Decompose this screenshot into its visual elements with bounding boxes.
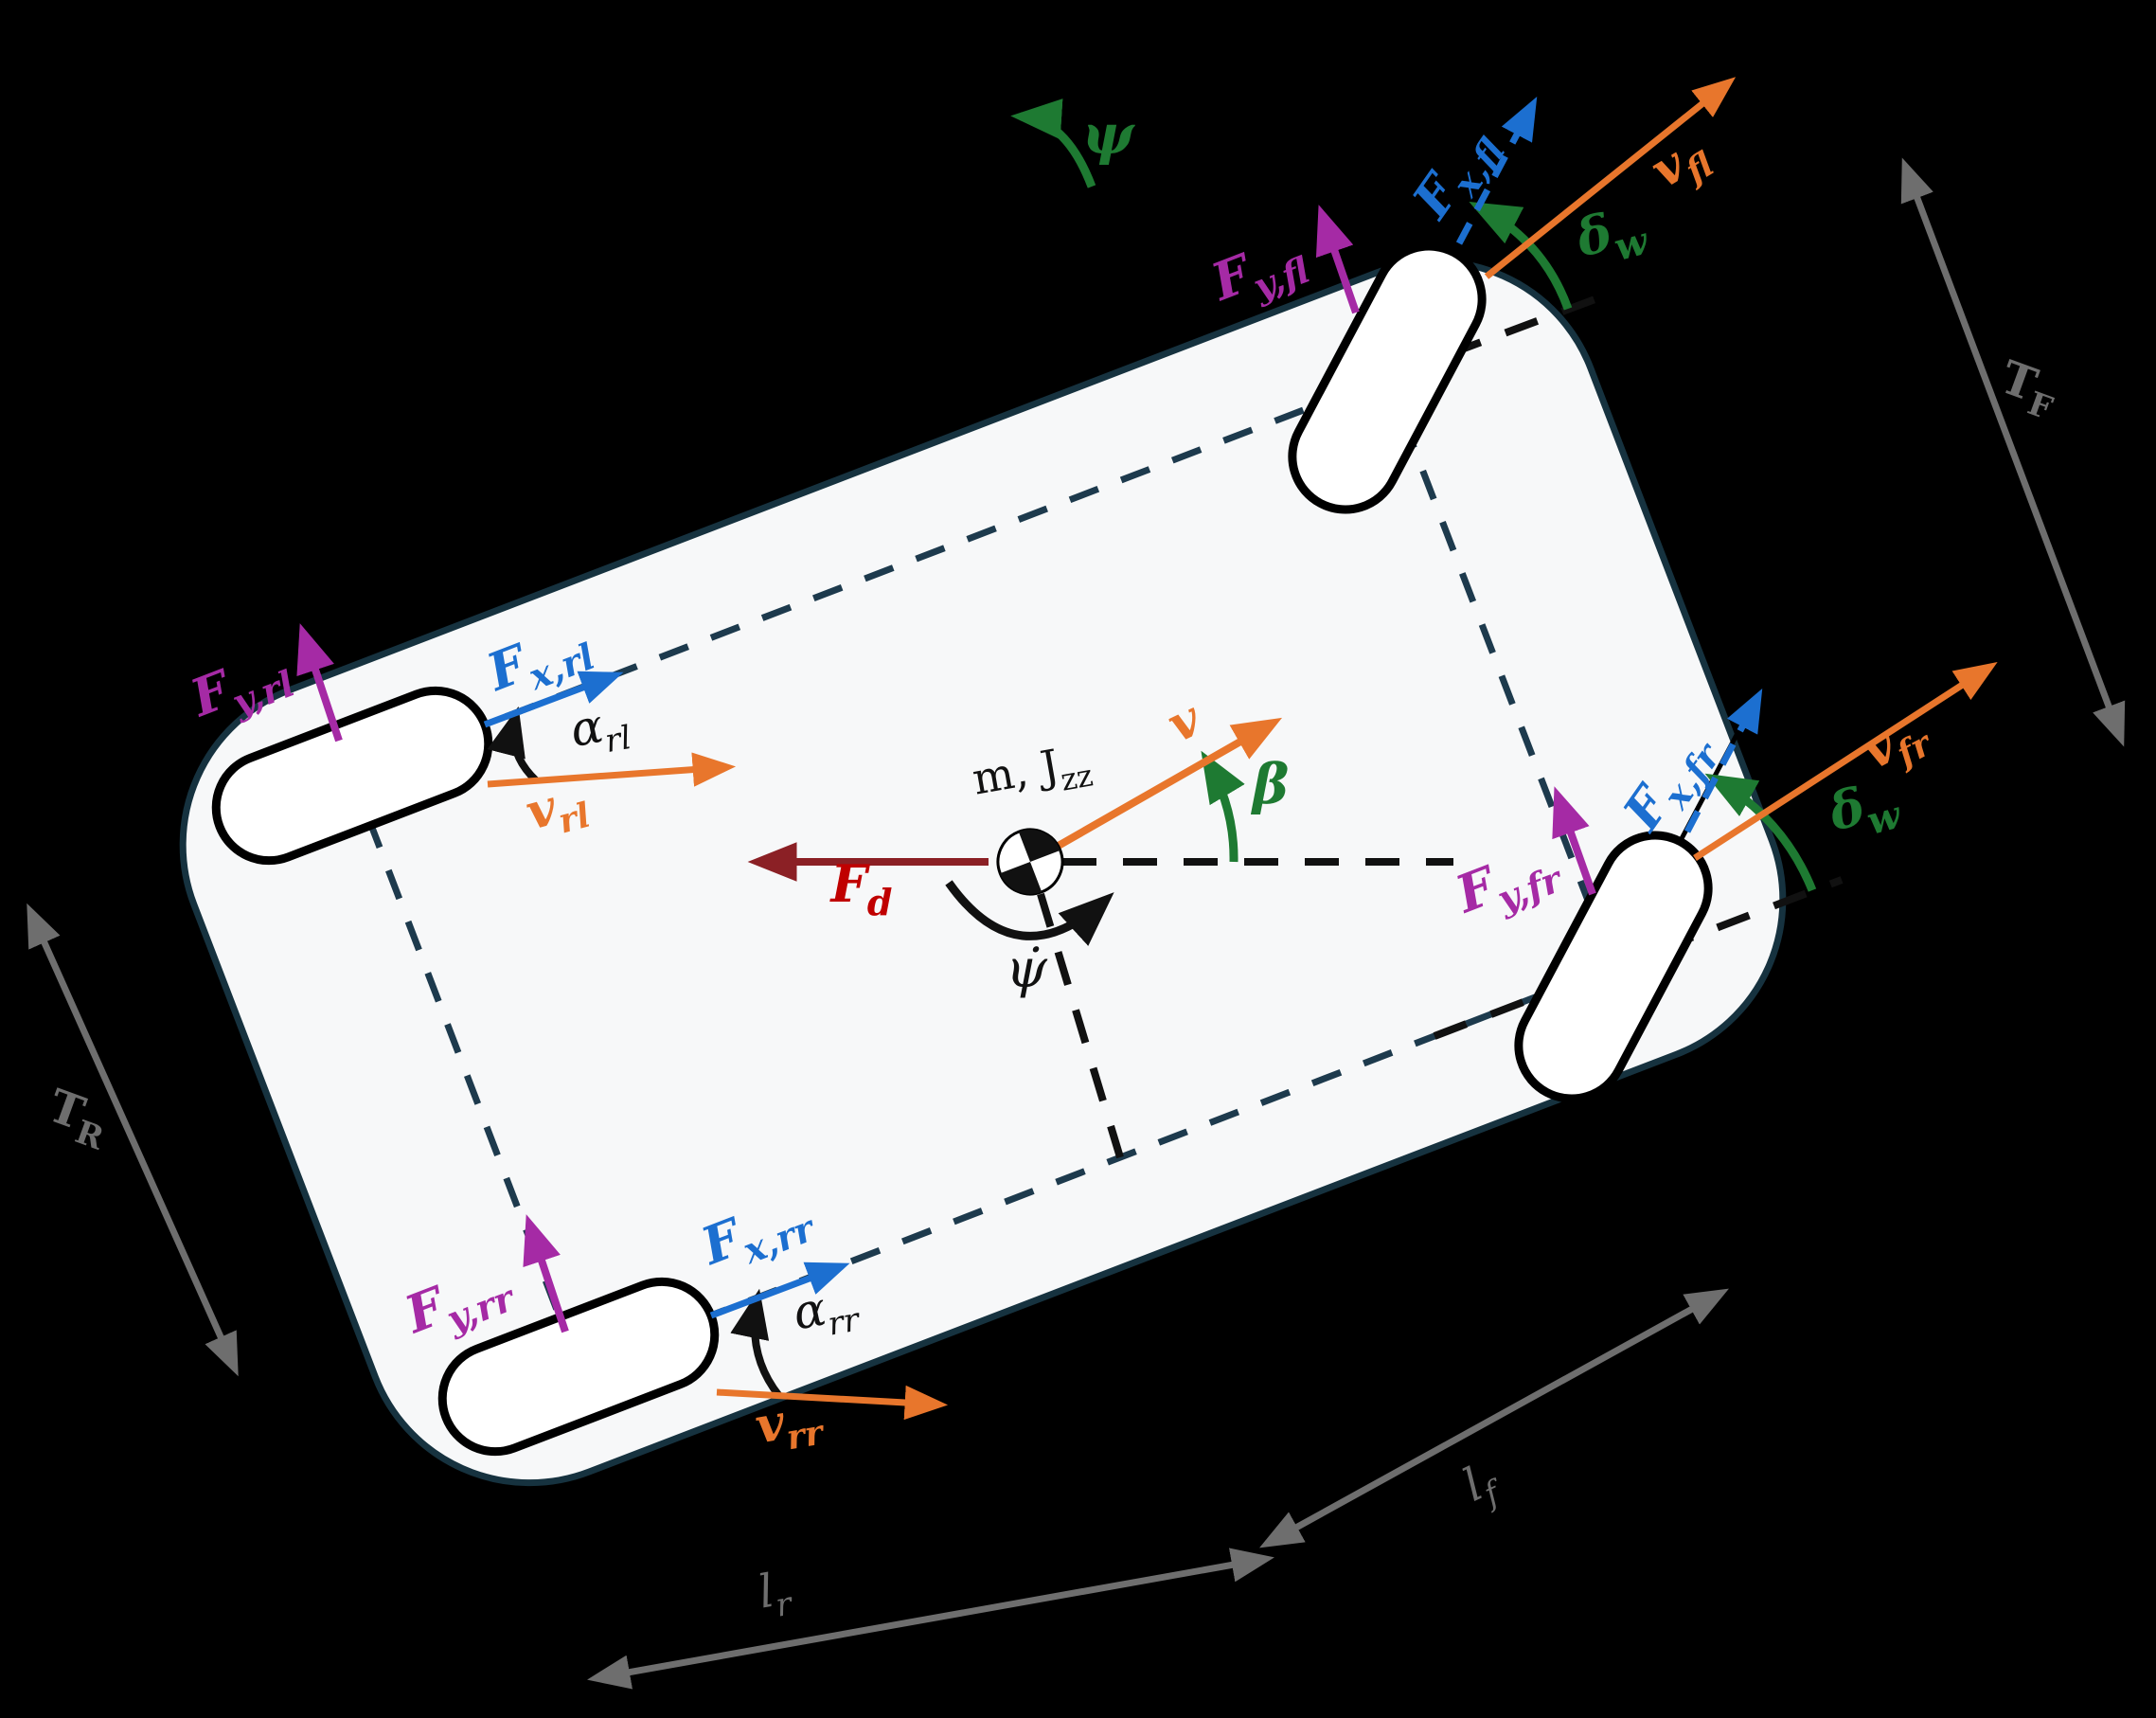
label-psi: ψ: [1082, 102, 1136, 167]
sideslip-angle-arc-beta: [1201, 750, 1245, 863]
front-right-body-axis-dash: [1433, 876, 1844, 1040]
dimension-rear-track-TR: [27, 903, 239, 1377]
dimension-front-length-lf: [1259, 1288, 1729, 1548]
dimension-rear-length-lr: [587, 1548, 1274, 1690]
wheel-front-left: [1288, 242, 1487, 514]
label-psidot: ψ̇: [1006, 939, 1048, 1000]
long-force-arrow-rear-left: [483, 671, 624, 728]
label-drag-force: Fd: [829, 853, 893, 923]
yaw-angle-psi-arrow: [1010, 98, 1096, 188]
slip-angle-arc-rear-right: [730, 1288, 783, 1399]
long-force-arrow-front-right: [1684, 688, 1763, 833]
lat-force-arrow-rear-left: [296, 623, 343, 743]
wheel-front-right: [1514, 831, 1713, 1103]
long-force-arrow-rear-right: [709, 1262, 850, 1319]
yaw-rate-arc-psidot: [945, 880, 1114, 946]
steer-angle-arc-front-left: [1469, 202, 1573, 311]
velocity-arrow-cog: [1028, 717, 1283, 866]
label-rear-track-TR: TR: [39, 1080, 117, 1158]
slip-angle-arc-rear-left: [487, 706, 539, 783]
label-beta: β: [1251, 752, 1290, 816]
lat-force-arrow-rear-right: [523, 1214, 569, 1333]
front-left-body-axis-dash: [1447, 288, 1617, 358]
cog-lateral-reference-dash: [1037, 892, 1124, 1159]
lat-force-arrow-front-left: [1315, 205, 1360, 314]
center-of-gravity-symbol: [996, 828, 1064, 896]
velocity-arrow-front-right: [1693, 662, 1998, 861]
long-force-arrow-front-left: [1455, 96, 1538, 245]
velocity-arrow-rear-right: [716, 1385, 949, 1421]
cog-quadrant-bottom-left: [1000, 862, 1042, 894]
steer-angle-arc-front-right: [1704, 773, 1817, 892]
velocity-arrow-front-left: [1484, 77, 1737, 279]
car-body: [179, 258, 1787, 1487]
cog-quadrant-top-right: [1018, 830, 1060, 862]
dimension-front-track-TF: [1900, 157, 2126, 747]
lat-force-arrow-front-right: [1552, 786, 1596, 896]
velocity-arrow-rear-left: [487, 752, 737, 788]
axle-frame-dashed-rect: [347, 373, 1618, 1371]
